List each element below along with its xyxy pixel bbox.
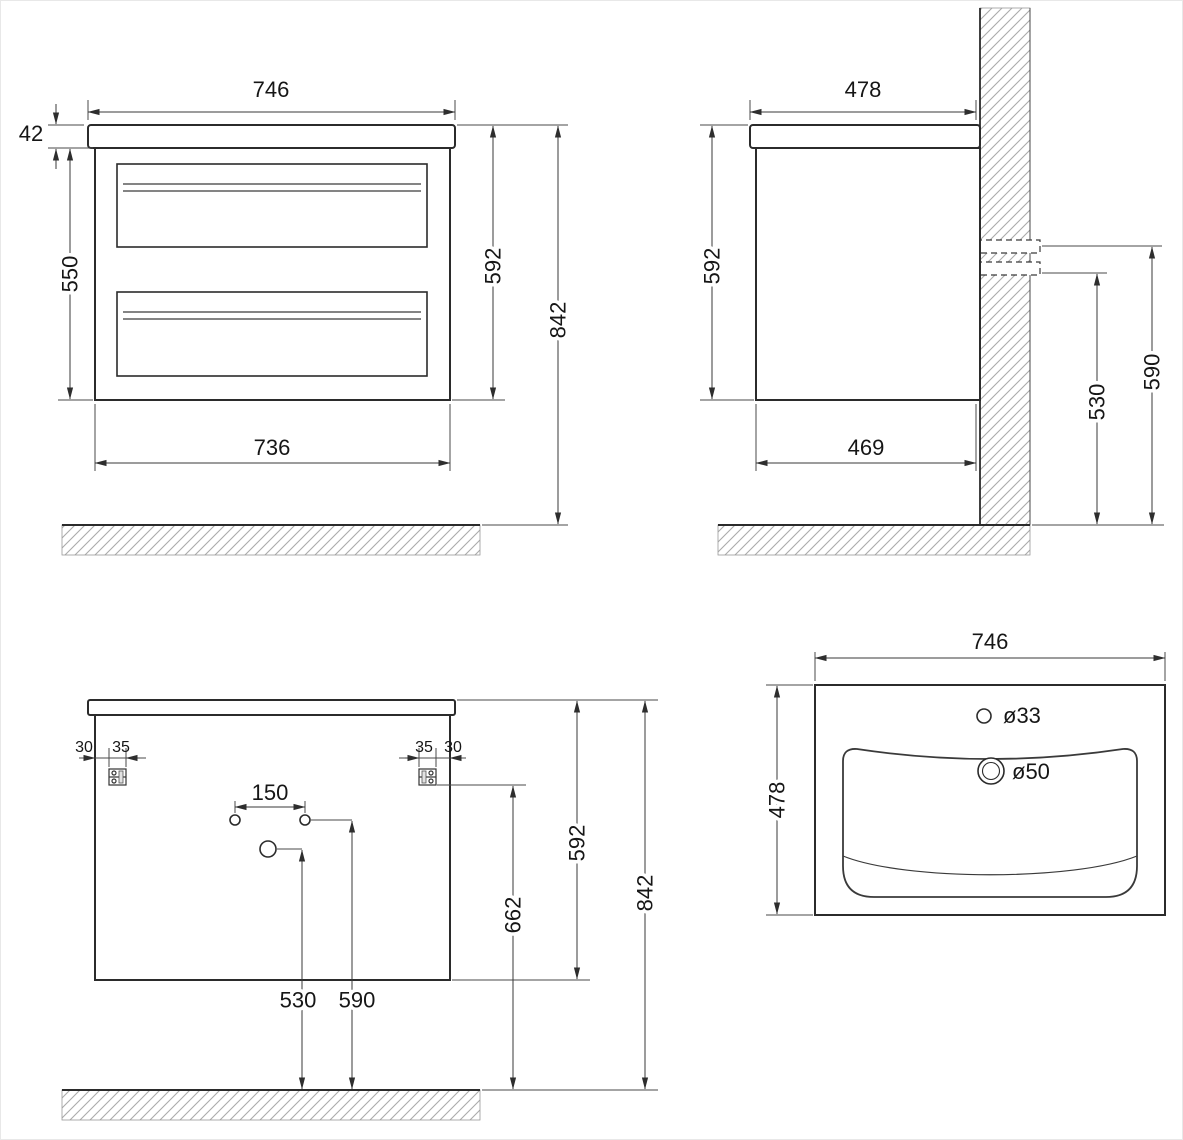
side-mounting-rail-lower: [975, 261, 1041, 276]
front-dim-top-width: 746: [87, 77, 456, 120]
rear-right-edge-offset-label: 30: [444, 739, 462, 756]
basin-outline: [814, 684, 1166, 916]
rear-bracket-floor-height-label: 662: [501, 897, 526, 934]
front-view: 746 42 550 592 842 736: [19, 77, 574, 556]
rear-dim-drain-floor-height: 530: [276, 848, 320, 1090]
side-countertop: [749, 124, 981, 149]
front-countertop-thickness-label: 42: [19, 121, 43, 146]
side-floor-hatch: [717, 524, 1031, 556]
basin-bowl: [842, 748, 1138, 898]
side-dim-body-depth: 469: [755, 404, 977, 471]
rear-dim-cabinet-height: 592: [452, 699, 658, 981]
basin-dim-depth: 478: [761, 684, 813, 916]
front-floor-hatch: [61, 524, 481, 556]
rear-countertop: [87, 699, 456, 716]
rear-bracket-left: [108, 768, 127, 786]
basin-faucet-hole: [976, 708, 992, 724]
side-dim-cabinet-height: 592: [696, 124, 754, 401]
rear-dim-mounting-height: 842: [482, 700, 661, 1091]
rear-drain-floor-height-label: 530: [280, 988, 317, 1013]
rear-dim-right-bracket: 35 30: [399, 739, 466, 767]
rear-dim-hole-spacing: 150: [234, 780, 306, 813]
front-body-height-label: 550: [58, 256, 83, 293]
rear-floor-hatch: [61, 1089, 481, 1121]
basin-faucet-hole-group: ø33: [976, 703, 1041, 728]
front-structure: [87, 124, 456, 401]
side-dim-upper-rail-height: 590: [1032, 245, 1168, 526]
side-dim-top-depth: 478: [749, 77, 977, 120]
basin-dim-width: 746: [814, 629, 1166, 681]
side-structure: [749, 124, 981, 401]
rear-dim-bracket-floor-height: 662: [437, 784, 529, 1090]
front-dim-mounting-height: 842: [482, 125, 574, 526]
front-body-width-label: 736: [254, 435, 291, 460]
front-dim-countertop-thickness: 42: [19, 104, 93, 169]
side-top-depth-label: 478: [845, 77, 882, 102]
side-dim-lower-rail-height: 530: [1042, 272, 1113, 525]
front-dim-body-width: 736: [94, 404, 451, 471]
rear-cabinet-height-label: 592: [565, 825, 590, 862]
rear-dim-left-bracket: 30 35: [75, 739, 146, 767]
basin-drain-hole-label: ø50: [1012, 759, 1050, 784]
front-cabinet-height-label: 592: [481, 248, 506, 285]
rear-left-edge-offset-label: 30: [75, 739, 93, 756]
side-lower-rail-height-label: 530: [1085, 384, 1110, 421]
front-countertop: [87, 124, 456, 149]
basin-structure: [814, 684, 1166, 916]
rear-mounting-height-label: 842: [633, 875, 658, 912]
rear-supply-hole-left: [229, 814, 241, 826]
rear-supply-hole-right: [299, 814, 311, 826]
basin-bowl-bottom-curve: [842, 855, 1138, 876]
side-view: 478 592 469 590 530: [696, 7, 1168, 556]
rear-structure: [87, 699, 456, 981]
front-top-width-label: 746: [253, 77, 290, 102]
rear-left-bracket-width-label: 35: [112, 739, 130, 756]
rear-dim-supply-floor-height: 590: [311, 819, 379, 1090]
rear-right-bracket-width-label: 35: [415, 739, 433, 756]
rear-hole-spacing-label: 150: [252, 780, 289, 805]
front-drawer-lower: [116, 291, 428, 377]
rear-drain-hole: [259, 840, 277, 858]
basin-view: ø33 ø50 746 478: [761, 629, 1166, 916]
front-dim-body-height: 550: [54, 148, 93, 401]
basin-depth-label: 478: [765, 782, 790, 819]
basin-faucet-hole-label: ø33: [1003, 703, 1041, 728]
rear-view: 30 35 35 30 150 592 662: [61, 699, 661, 1121]
rear-supply-floor-height-label: 590: [339, 988, 376, 1013]
basin-width-label: 746: [972, 629, 1009, 654]
rear-bracket-right: [418, 768, 437, 786]
side-cabinet-height-label: 592: [700, 248, 725, 285]
side-body-depth-label: 469: [848, 435, 885, 460]
side-cabinet-body: [755, 147, 981, 401]
side-mounting-rail-upper: [975, 239, 1041, 254]
front-mounting-height-label: 842: [546, 302, 571, 339]
side-upper-rail-height-label: 590: [1140, 354, 1165, 391]
basin-drain-hole-group: ø50: [977, 757, 1050, 785]
front-dim-cabinet-height: 592: [452, 124, 568, 401]
front-drawer-upper: [116, 163, 428, 248]
